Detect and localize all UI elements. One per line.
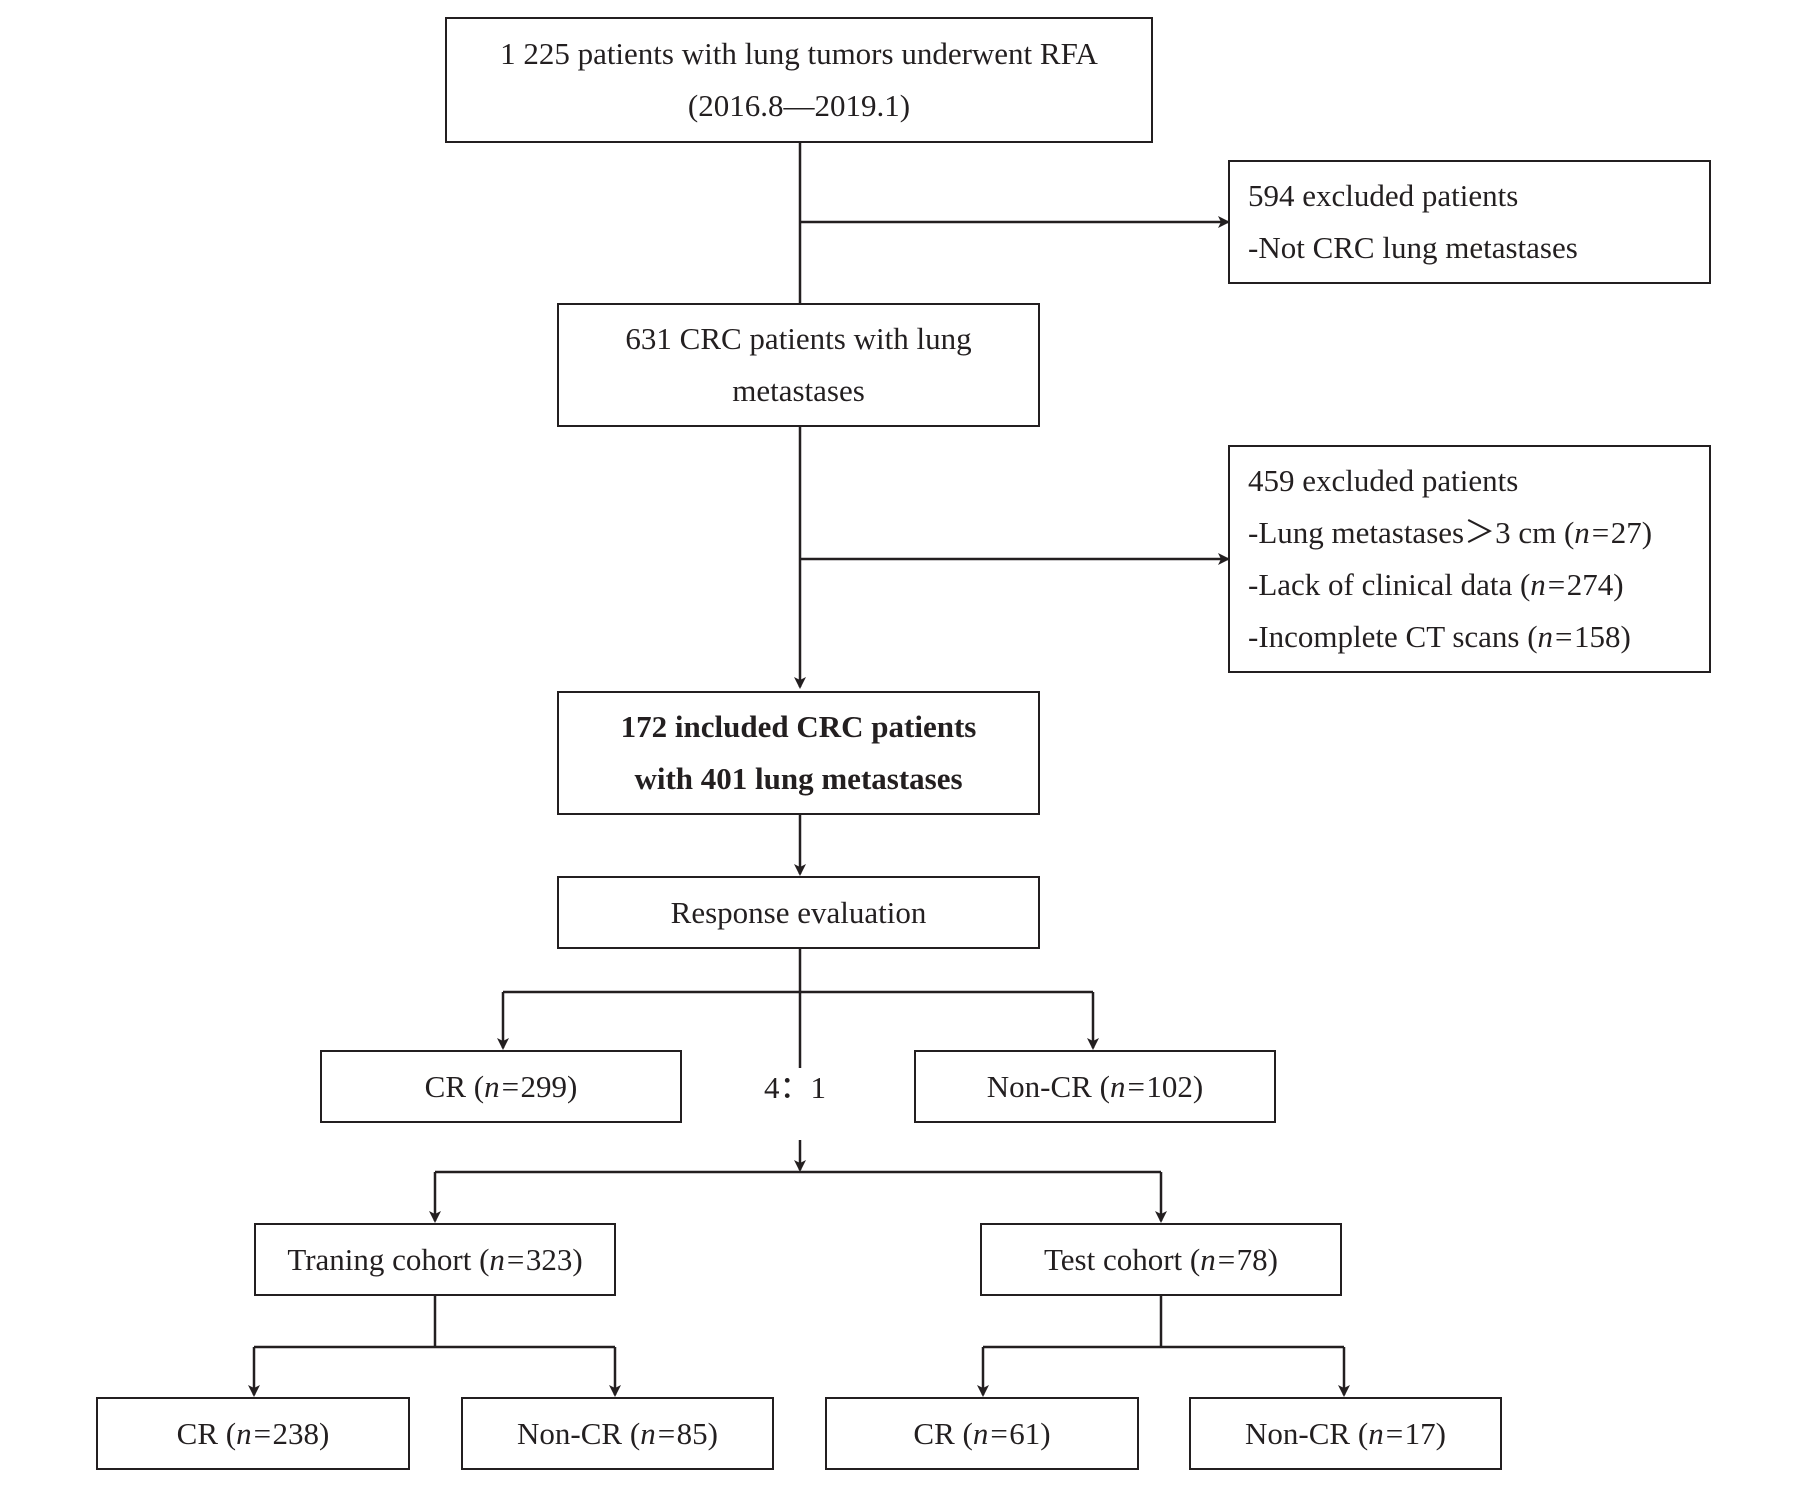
excluded1-title: 594 excluded patients	[1248, 178, 1519, 213]
count: 17	[1404, 1415, 1436, 1451]
cr-total-label: CR (n=299)	[425, 1061, 578, 1113]
n-symbol: n=	[1530, 567, 1567, 602]
crc-line1: 631 CRC patients with lung	[625, 321, 972, 356]
test-cr-box: CR (n=61)	[825, 1397, 1139, 1470]
close-paren: )	[1040, 1415, 1051, 1451]
test-noncr-box: Non-CR (n=17)	[1189, 1397, 1502, 1470]
training-cohort-label: Traning cohort (n=323)	[287, 1234, 582, 1286]
noncr-total-label: Non-CR (n=102)	[987, 1061, 1203, 1113]
test-cr-label: CR (n=61)	[913, 1408, 1050, 1460]
item-close: )	[1613, 567, 1624, 602]
test-cohort-box: Test cohort (n=78)	[980, 1223, 1342, 1296]
included-line2: with 401 lung metastases	[634, 761, 963, 796]
start-line1: 1 225 patients with lung tumors underwen…	[500, 36, 1098, 71]
close-paren: )	[1192, 1068, 1204, 1104]
response-box: Response evaluation	[557, 876, 1040, 949]
test-cohort-label: Test cohort (n=78)	[1044, 1234, 1278, 1286]
label-text: Non-CR (	[986, 1068, 1110, 1104]
excluded2-box: 459 excluded patients -Lung metastases＞3…	[1228, 445, 1711, 673]
n-symbol: n=	[1537, 619, 1574, 654]
excluded2-title: 459 excluded patients	[1248, 463, 1519, 498]
n-symbol: n=	[1574, 515, 1611, 550]
count: 78	[1236, 1241, 1268, 1277]
close-paren: )	[707, 1415, 718, 1451]
close-paren: )	[1267, 1241, 1278, 1277]
train-noncr-label: Non-CR (n=85)	[517, 1408, 718, 1460]
count: 238	[272, 1415, 320, 1451]
close-paren: )	[1435, 1415, 1446, 1451]
included-box: 172 included CRC patients with 401 lung …	[557, 691, 1040, 815]
crc-line2: metastases	[732, 373, 865, 408]
start-box: 1 225 patients with lung tumors underwen…	[445, 17, 1153, 143]
cr-total-box: CR (n=299)	[320, 1050, 682, 1123]
excluded1-box: 594 excluded patients -Not CRC lung meta…	[1228, 160, 1711, 284]
excluded1-reason: -Not CRC lung metastases	[1248, 230, 1578, 265]
item-close: )	[1620, 619, 1631, 654]
count: 85	[676, 1415, 708, 1451]
train-cr-box: CR (n=238)	[96, 1397, 410, 1470]
response-label: Response evaluation	[670, 894, 927, 930]
split-ratio: 4：1	[758, 1068, 832, 1108]
close-paren: )	[319, 1415, 330, 1451]
included-line1: 172 included CRC patients	[620, 709, 977, 744]
excluded2-item-clinical: -Lack of clinical data (n=274)	[1248, 559, 1624, 611]
n-symbol: n=	[236, 1415, 273, 1451]
label-text: CR (	[913, 1415, 973, 1451]
count: 61	[1009, 1415, 1041, 1451]
count: 299	[520, 1068, 568, 1104]
n-symbol: n=	[640, 1415, 677, 1451]
item-count: 27	[1610, 515, 1642, 550]
label-text: CR (	[176, 1415, 237, 1451]
train-cr-label: CR (n=238)	[177, 1408, 330, 1460]
n-symbol: n=	[1200, 1241, 1237, 1277]
item-label: -Incomplete CT scans (	[1248, 619, 1538, 654]
label-text: Test cohort (	[1044, 1241, 1201, 1277]
item-close: )	[1641, 515, 1653, 550]
close-paren: )	[567, 1068, 578, 1104]
item-label: -Lack of clinical data (	[1248, 567, 1531, 602]
excluded2-item-size: -Lung metastases＞3 cm (n=27)	[1248, 507, 1652, 559]
count: 102	[1146, 1068, 1193, 1104]
item-count: 158	[1573, 619, 1621, 654]
excluded2-item-ct: -Incomplete CT scans (n=158)	[1248, 611, 1631, 663]
training-cohort-box: Traning cohort (n=323)	[254, 1223, 616, 1296]
n-symbol: n=	[489, 1241, 526, 1277]
crc-patients-box: 631 CRC patients with lung metastases	[557, 303, 1040, 427]
label-text: Non-CR (	[517, 1415, 641, 1451]
noncr-total-box: Non-CR (n=102)	[914, 1050, 1276, 1123]
item-label: -Lung metastases＞3 cm (	[1248, 515, 1575, 550]
label-text: Traning cohort (	[287, 1241, 490, 1277]
start-line2: (2016.8—2019.1)	[687, 88, 911, 123]
train-noncr-box: Non-CR (n=85)	[461, 1397, 774, 1470]
label-text: Non-CR (	[1245, 1415, 1369, 1451]
n-symbol: n=	[484, 1068, 521, 1104]
label-text: CR (	[424, 1068, 485, 1104]
close-paren: )	[572, 1241, 583, 1277]
n-symbol: n=	[1109, 1068, 1147, 1104]
count: 323	[525, 1241, 573, 1277]
n-symbol: n=	[972, 1415, 1010, 1451]
item-count: 274	[1566, 567, 1614, 602]
n-symbol: n=	[1368, 1415, 1405, 1451]
test-noncr-label: Non-CR (n=17)	[1245, 1408, 1446, 1460]
